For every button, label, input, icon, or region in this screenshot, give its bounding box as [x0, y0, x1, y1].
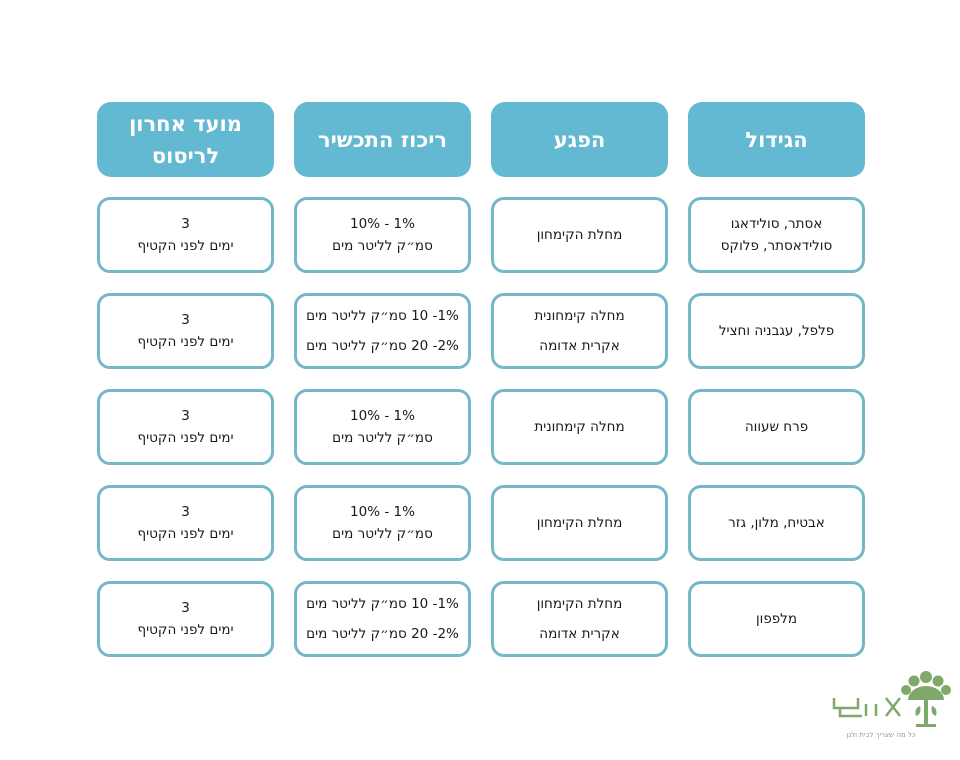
- spray-table: הגידול הפגע ריכוז התכשיר מועד אחרון לריס…: [95, 102, 865, 657]
- header-concentration: ריכוז התכשיר: [294, 102, 471, 177]
- concentration-line: 1%- 10 סמ״ק לליטר מים: [306, 596, 459, 612]
- cell-pest: מחלת הקימחון: [491, 197, 668, 273]
- pest-line: מחלת הקימחון: [536, 596, 623, 612]
- cell-pest: מחלה קימחונית: [491, 389, 668, 465]
- cell-deadline: 3 ימים לפני הקטיף: [97, 581, 274, 657]
- deadline-days: 3: [181, 504, 190, 520]
- pest-line: מחלת הקימחון: [536, 515, 623, 531]
- deadline-days: 3: [181, 216, 190, 232]
- cell-crop: מלפפון: [688, 581, 865, 657]
- concentration-line: 1% - 10%: [350, 504, 415, 520]
- table-row: אבטיח, מלון, גזר מחלת הקימחון 1% - 10% ס…: [95, 485, 865, 561]
- deadline-text: ימים לפני הקטיף: [137, 334, 234, 350]
- header-deadline-line2: לריסוס: [151, 143, 220, 168]
- header-pest: הפגע: [491, 102, 668, 177]
- brand-logo: [828, 668, 953, 748]
- concentration-line: 2%- 20 סמ״ק לליטר מים: [306, 338, 459, 354]
- concentration-line: 1% - 10%: [350, 408, 415, 424]
- deadline-days: 3: [181, 408, 190, 424]
- header-crop-label: הגידול: [745, 127, 808, 152]
- cell-crop: אסתר, סולידאגו סולידאסתר, פלוקס: [688, 197, 865, 273]
- tree-logo-icon: [832, 671, 951, 727]
- cell-pest: מחלה קימחונית אקרית אדומה: [491, 293, 668, 369]
- concentration-line: 2%- 20 סמ״ק לליטר מים: [306, 626, 459, 642]
- table-row: פלפל, עגבניה וחציל מחלה קימחונית אקרית א…: [95, 293, 865, 369]
- deadline-text: ימים לפני הקטיף: [137, 622, 234, 638]
- concentration-line: 1% - 10%: [350, 216, 415, 232]
- cell-concentration: 1% - 10% סמ״ק לליטר מים: [294, 389, 471, 465]
- cell-concentration: 1% - 10% סמ״ק לליטר מים: [294, 485, 471, 561]
- header-concentration-label: ריכוז התכשיר: [317, 127, 448, 152]
- cell-deadline: 3 ימים לפני הקטיף: [97, 485, 274, 561]
- header-crop: הגידול: [688, 102, 865, 177]
- crop-line: פרח שעווה: [744, 419, 809, 435]
- logo-tagline: כל מה שצריך לבית ולגן: [846, 731, 916, 739]
- pest-line: אקרית אדומה: [539, 626, 620, 642]
- deadline-text: ימים לפני הקטיף: [137, 430, 234, 446]
- cell-deadline: 3 ימים לפני הקטיף: [97, 197, 274, 273]
- pest-line: מחלה קימחונית: [534, 308, 625, 324]
- crop-line: מלפפון: [755, 611, 798, 627]
- cell-pest: מחלת הקימחון: [491, 485, 668, 561]
- cell-concentration: 1%- 10 סמ״ק לליטר מים 2%- 20 סמ״ק לליטר …: [294, 581, 471, 657]
- cell-concentration: 1% - 10% סמ״ק לליטר מים: [294, 197, 471, 273]
- deadline-text: ימים לפני הקטיף: [137, 526, 234, 542]
- cell-concentration: 1%- 10 סמ״ק לליטר מים 2%- 20 סמ״ק לליטר …: [294, 293, 471, 369]
- header-row: הגידול הפגע ריכוז התכשיר מועד אחרון לריס…: [95, 102, 865, 177]
- cell-pest: מחלת הקימחון אקרית אדומה: [491, 581, 668, 657]
- pest-line: מחלה קימחונית: [534, 419, 625, 435]
- header-deadline-line1: מועד אחרון: [129, 111, 242, 136]
- table-row: פרח שעווה מחלה קימחונית 1% - 10% סמ״ק לל…: [95, 389, 865, 465]
- cell-deadline: 3 ימים לפני הקטיף: [97, 293, 274, 369]
- table-row: מלפפון מחלת הקימחון אקרית אדומה 1%- 10 ס…: [95, 581, 865, 657]
- cell-crop: פרח שעווה: [688, 389, 865, 465]
- deadline-days: 3: [181, 312, 190, 328]
- crop-line: אסתר, סולידאגו: [730, 216, 823, 232]
- concentration-line: סמ״ק לליטר מים: [332, 238, 433, 254]
- cell-crop: אבטיח, מלון, גזר: [688, 485, 865, 561]
- concentration-line: סמ״ק לליטר מים: [332, 430, 433, 446]
- concentration-line: סמ״ק לליטר מים: [332, 526, 433, 542]
- table-row: אסתר, סולידאגו סולידאסתר, פלוקס מחלת הקי…: [95, 197, 865, 273]
- crop-line: סולידאסתר, פלוקס: [720, 238, 833, 254]
- header-pest-label: הפגע: [553, 127, 606, 152]
- header-deadline: מועד אחרון לריסוס: [97, 102, 274, 177]
- pest-line: אקרית אדומה: [539, 338, 620, 354]
- crop-line: אבטיח, מלון, גזר: [728, 515, 825, 531]
- deadline-days: 3: [181, 600, 190, 616]
- pest-line: מחלת הקימחון: [536, 227, 623, 243]
- cell-deadline: 3 ימים לפני הקטיף: [97, 389, 274, 465]
- cell-crop: פלפל, עגבניה וחציל: [688, 293, 865, 369]
- concentration-line: 1%- 10 סמ״ק לליטר מים: [306, 308, 459, 324]
- deadline-text: ימים לפני הקטיף: [137, 238, 234, 254]
- crop-line: פלפל, עגבניה וחציל: [718, 323, 835, 339]
